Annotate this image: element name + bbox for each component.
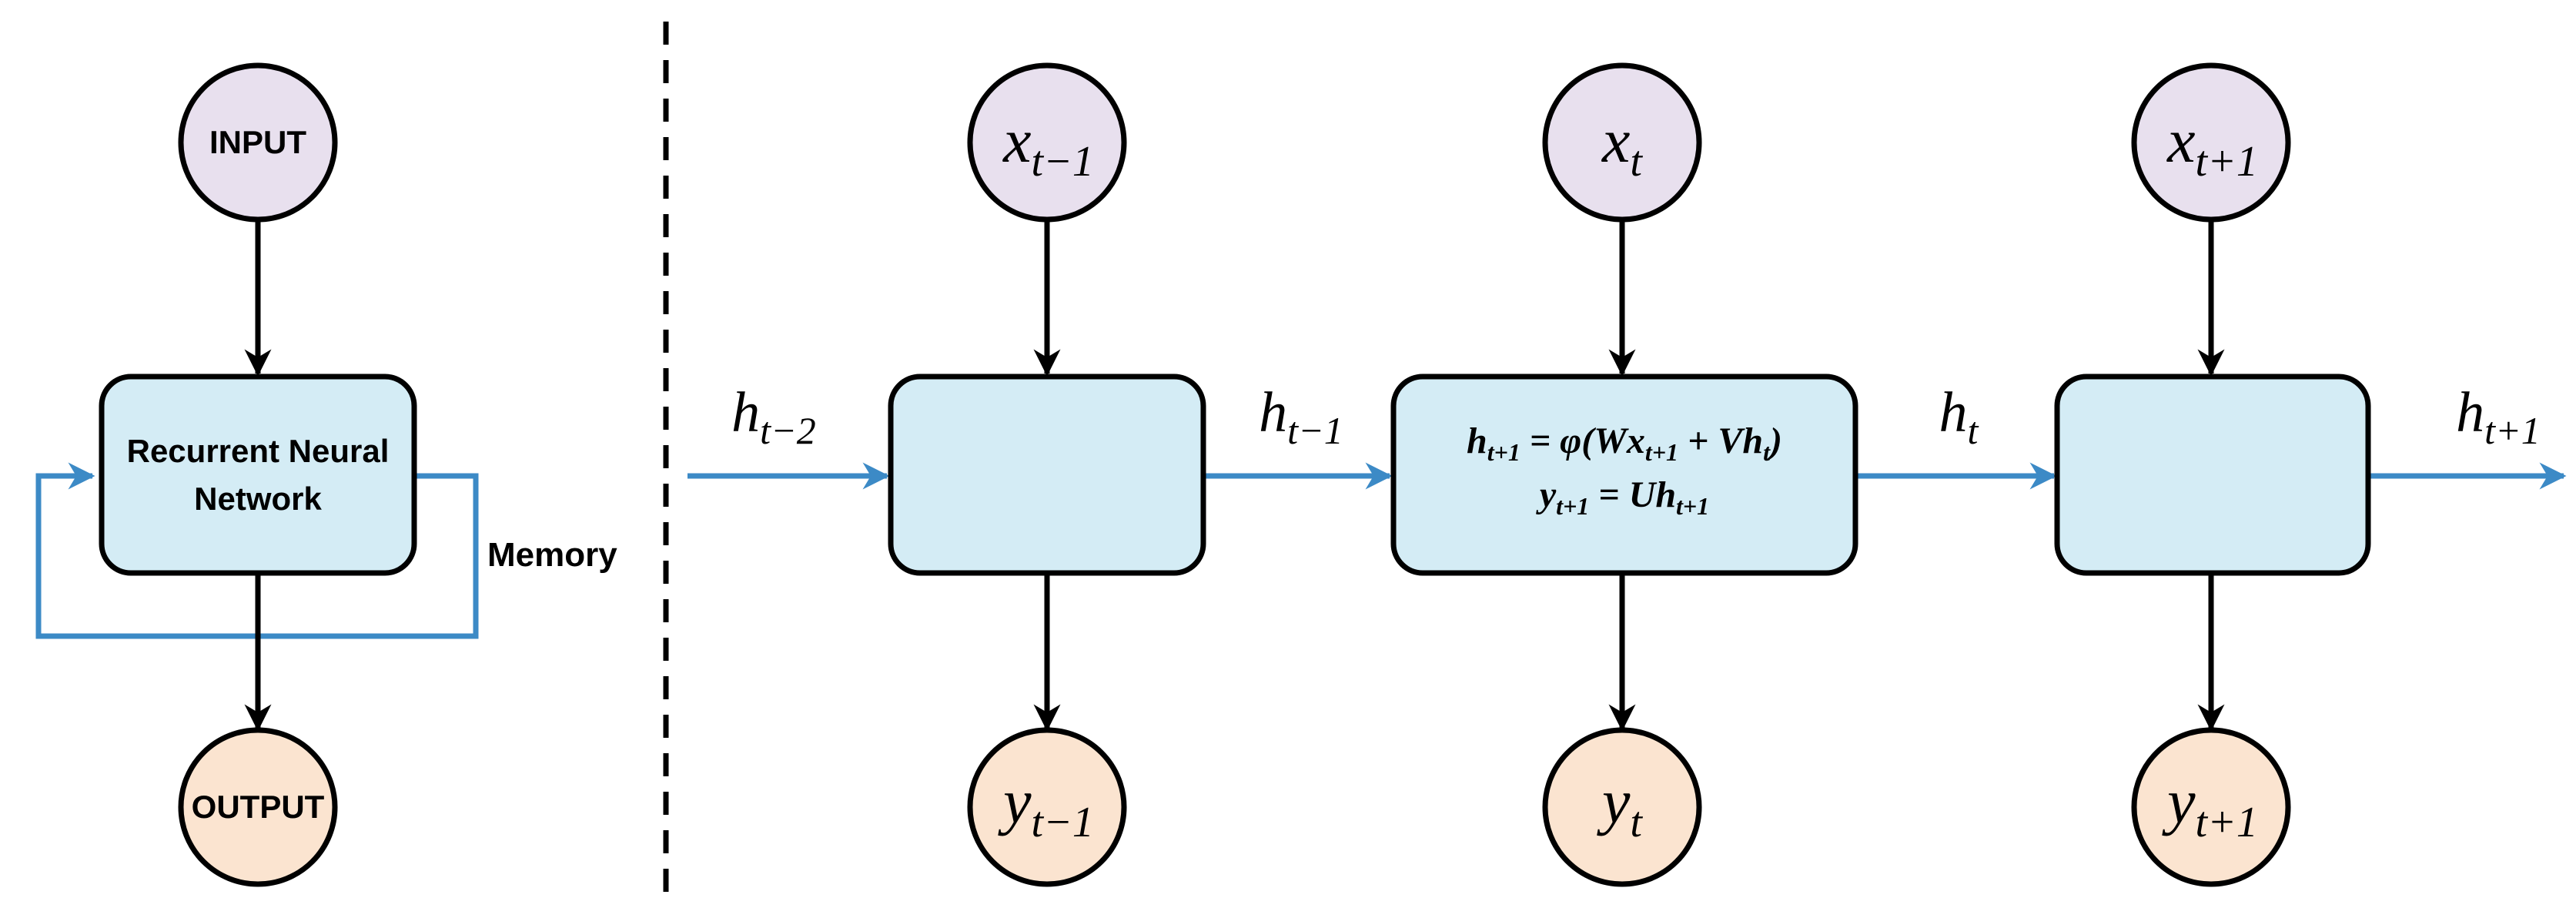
output-node (178, 727, 338, 887)
input-label-t-minus-1: xt−1 (1002, 106, 1094, 186)
hidden-label-t-minus-1: ht−1 (1259, 381, 1343, 452)
input-label-t: xt (1601, 106, 1643, 186)
output-label-t-minus-1: yt−1 (998, 766, 1094, 846)
folded-rnn: INPUT Recurrent Neural Network OUTPUT Me… (35, 62, 617, 887)
output-node-t-plus-1 (2131, 727, 2291, 887)
input-node-t-plus-1 (2131, 62, 2291, 223)
rnn-cell-label-line1: Recurrent Neural (127, 433, 390, 469)
equation-hidden-update: ht+1 = φ(Wxt+1 + Vht) (1467, 420, 1782, 466)
hidden-label-t-minus-2: ht−2 (731, 381, 816, 452)
rnn-cell (99, 374, 417, 576)
output-label-t-plus-1: yt+1 (2162, 766, 2258, 846)
unfolded-rnn: xt−1 xt xt+1 ht+1 = φ(Wxt+1 + Vht) yt+1 … (687, 62, 2567, 887)
input-node-t (1542, 62, 1702, 223)
hidden-label-t: ht (1939, 381, 1979, 452)
memory-label: Memory (487, 536, 617, 574)
input-node-t-minus-1 (967, 62, 1127, 223)
output-label-t: yt (1597, 766, 1643, 846)
input-label-t-plus-1: xt+1 (2166, 106, 2258, 186)
output-node-t (1542, 727, 1702, 887)
output-node-t-minus-1 (967, 727, 1127, 887)
rnn-cell-t (1390, 374, 1858, 576)
output-label: OUTPUT (192, 789, 325, 825)
input-node (178, 62, 338, 223)
rnn-cell-t-plus-1 (2054, 374, 2371, 576)
hidden-label-t-plus-1: ht+1 (2456, 381, 2541, 452)
rnn-cell-t-minus-1 (888, 374, 1206, 576)
rnn-cell-label-line2: Network (194, 481, 322, 517)
input-label: INPUT (209, 124, 306, 160)
equation-output: yt+1 = Uht+1 (1536, 474, 1709, 520)
